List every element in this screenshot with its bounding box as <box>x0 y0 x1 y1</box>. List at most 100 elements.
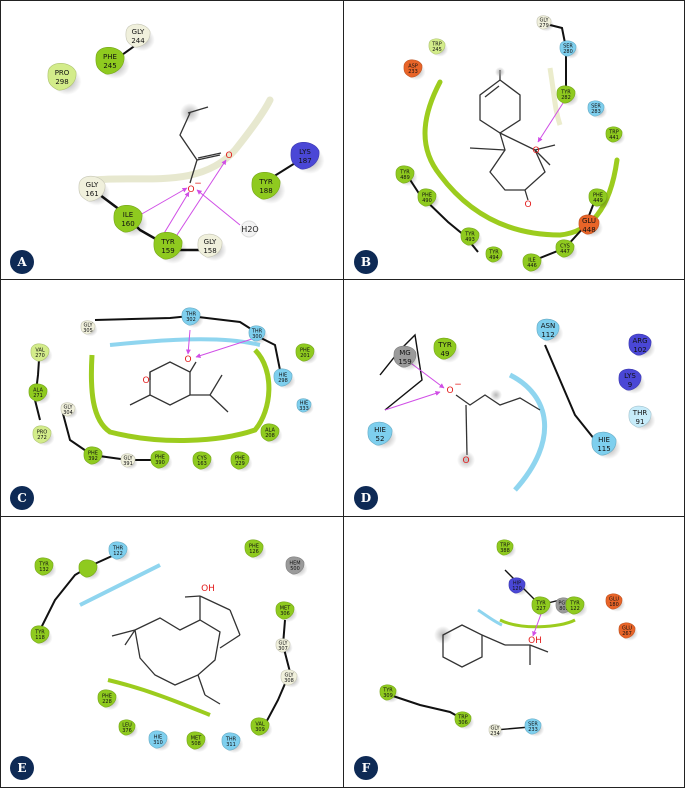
pocket-line <box>107 678 211 717</box>
residue-marker <box>428 38 446 55</box>
residue-marker <box>565 596 585 615</box>
residue-unlabeled-2 <box>78 559 101 581</box>
residue-name: TYR <box>535 601 546 607</box>
residue-marker <box>244 539 264 558</box>
residue-number: 132 <box>39 567 49 573</box>
panel-badge-a: A <box>10 250 34 274</box>
panel-badge-f: F <box>354 756 378 780</box>
residue-name: GLY <box>204 238 217 246</box>
residue-marker <box>273 368 293 387</box>
residue-number: 333 <box>299 406 309 412</box>
residue-marker <box>591 431 617 456</box>
residue-name: HIP <box>513 581 521 587</box>
residue-name: HIE <box>598 436 610 444</box>
residue-number: 161 <box>85 190 98 198</box>
residue-name: CYS <box>197 456 207 462</box>
residue-name: GLY <box>83 323 93 329</box>
residue-number: 159 <box>161 247 174 255</box>
residue-number: 298 <box>55 78 68 86</box>
residue-marker <box>618 368 642 391</box>
residue-name: TYR <box>258 178 273 186</box>
badge-label: C <box>17 491 27 505</box>
residue-number: 508 <box>191 741 201 747</box>
residue-name: TYR <box>437 341 452 349</box>
residue-number: 245 <box>103 62 116 70</box>
residue-marker <box>280 669 298 686</box>
residue-name: MET <box>191 736 202 742</box>
residue-marker <box>30 625 50 644</box>
residue-name: SER <box>591 104 601 110</box>
residue-marker <box>433 337 457 360</box>
residue-number: 305 <box>83 328 93 334</box>
badge-circle <box>354 756 378 780</box>
residue-marker <box>148 730 168 749</box>
residue-marker <box>80 320 96 335</box>
residue-name: PRO <box>37 430 47 436</box>
residue-name: GLU <box>622 626 632 632</box>
residue-name: SER <box>528 722 538 728</box>
residue-name: VAL <box>35 348 45 354</box>
residue-name: TYR <box>34 630 45 636</box>
residue-marker <box>508 577 526 594</box>
residue-number: 229 <box>235 461 245 467</box>
residue-marker <box>192 451 212 470</box>
residue-number: 160 <box>121 220 134 228</box>
residue-marker <box>605 593 623 610</box>
residue-name: GLY <box>278 641 288 647</box>
residue-name: PHE <box>103 53 117 61</box>
residue-number: 272 <box>37 435 47 441</box>
atom-charge: − <box>194 179 202 189</box>
badge-circle <box>354 250 378 274</box>
residue-marker <box>118 719 136 736</box>
panel-badge-c: C <box>10 486 34 510</box>
residues-layer: GLY244PHE245PRO298LYS187TYR188GLY161ILE1… <box>28 15 656 754</box>
residue-marker <box>379 684 397 701</box>
panel-d: O − O <box>379 333 596 492</box>
panel-e: OH <box>39 555 292 731</box>
pocket-line <box>499 618 576 629</box>
residue-marker <box>488 724 502 737</box>
residue-number: 493 <box>465 237 475 243</box>
residue-marker <box>153 232 183 260</box>
residue-name: TRP <box>499 543 510 549</box>
residue-name: MG <box>399 349 410 357</box>
residue-marker <box>221 732 241 751</box>
residue-name: HIE <box>374 426 386 434</box>
residue-name: HIE <box>279 373 287 379</box>
atom-o-2: O <box>187 185 194 195</box>
residue-number: 448 <box>582 226 595 234</box>
residue-name: THR <box>185 312 197 318</box>
residue-number: 447 <box>560 249 570 255</box>
residue-number: 282 <box>561 95 571 101</box>
residue-number: 280 <box>563 49 573 55</box>
residue-number: 52 <box>376 435 385 443</box>
residue-marker <box>186 731 206 750</box>
residue-number: 489 <box>400 175 410 181</box>
residue-number: 391 <box>123 461 133 467</box>
residue-number: 279 <box>539 23 549 29</box>
atom-o-ketone: O <box>524 200 531 210</box>
residue-marker <box>496 539 514 556</box>
